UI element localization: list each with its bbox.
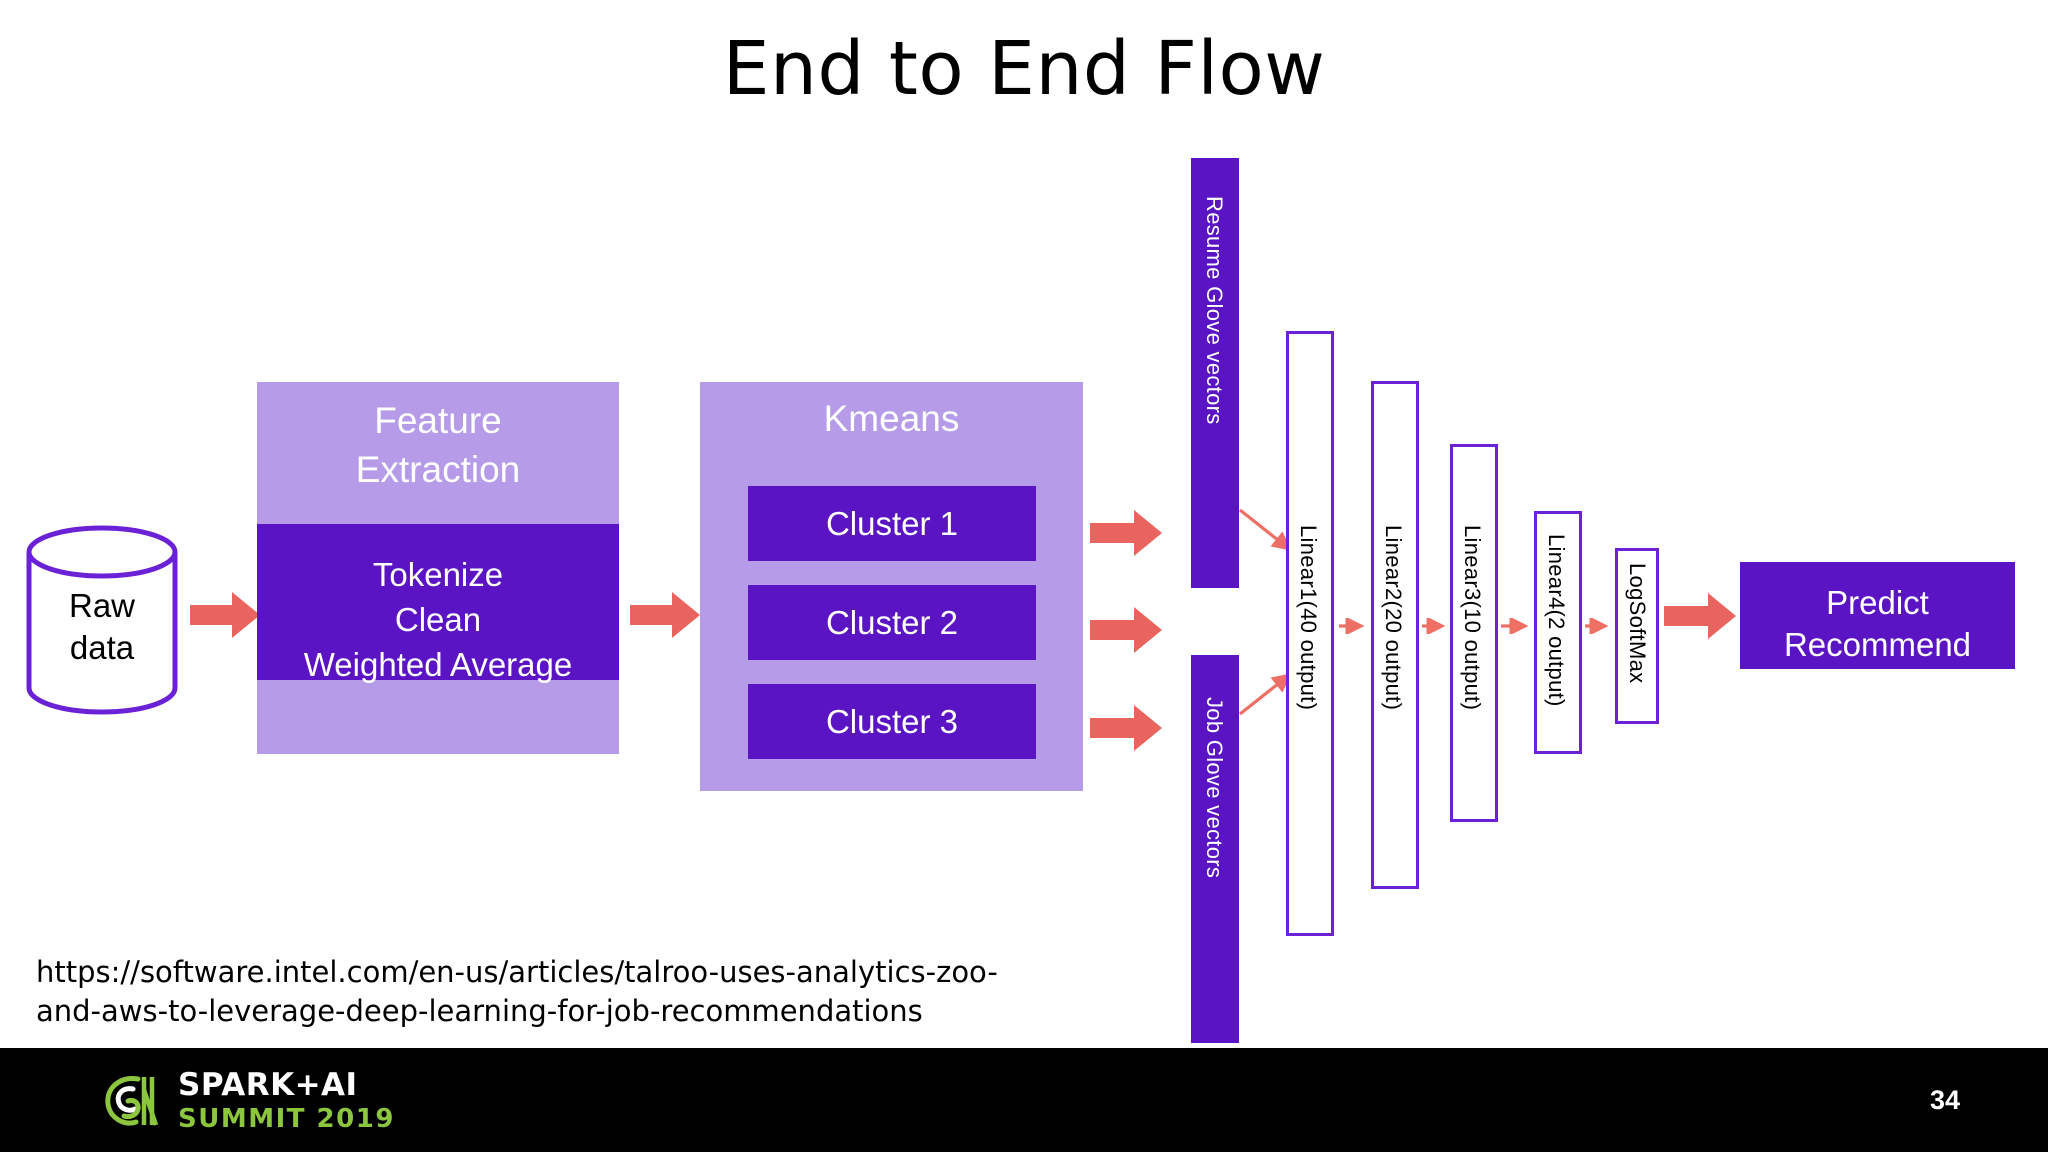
arrow-linear3-to-linear4: [1500, 618, 1534, 634]
arrow-linear4-to-logsoftmax: [1584, 618, 1614, 634]
linear-layer-label: Linear2(20 output): [1381, 525, 1406, 711]
footer-logo: SPARK+AI SUMMIT 2019: [100, 1070, 395, 1132]
spark-summit-spiral-logo-icon: [100, 1070, 162, 1132]
footer-logo-text: SPARK+AI SUMMIT 2019: [178, 1067, 395, 1134]
raw-data-label: Raw data: [68, 587, 136, 666]
linear-layer-box: [1286, 331, 1334, 936]
arrow-linear1-to-linear2: [1338, 618, 1370, 634]
arrow-job-glove-to-linear1: [1238, 668, 1298, 716]
feature-extraction-steps-box: [257, 524, 619, 680]
resume-glove-vectors-label: Resume Glove vectors: [1202, 196, 1227, 425]
footer-logo-primary: SPARK+AI: [178, 1067, 358, 1103]
arrow-cluster3-to-job-glove: [1090, 705, 1162, 751]
raw-data-cylinder-icon: [26, 525, 178, 715]
predict-recommend-label: Predict Recommend: [1783, 584, 1972, 663]
logsoftmax-label: LogSoftMax: [1625, 563, 1650, 684]
arrow-cluster2-to-glove: [1090, 607, 1162, 653]
footer-logo-secondary: SUMMIT 2019: [178, 1104, 395, 1134]
linear-layer-label: Linear1(40 output): [1296, 525, 1321, 711]
resume-glove-vectors-bar: [1191, 158, 1239, 588]
linear-layer-box: [1371, 381, 1419, 889]
linear-layer-label: Linear4(2 output): [1544, 534, 1569, 707]
arrow-linear2-to-linear3: [1421, 618, 1451, 634]
linear-layer-box: [1450, 444, 1498, 822]
job-glove-vectors-label: Job Glove vectors: [1202, 697, 1227, 879]
predict-recommend-box: [1740, 562, 2015, 669]
arrow-cluster1-to-resume-glove: [1090, 510, 1162, 556]
logsoftmax-box: [1615, 548, 1659, 724]
source-url-text: https://software.intel.com/en-us/article…: [36, 955, 998, 1028]
cluster-chip: Cluster 2: [748, 585, 1036, 660]
feature-extraction-title: Feature Extraction: [355, 400, 521, 490]
footer-bar: [0, 1048, 2048, 1152]
linear-layer-label: Linear3(10 output): [1460, 525, 1485, 711]
page-number: 34: [1930, 1085, 1961, 1115]
cluster-chip: Cluster 1: [748, 486, 1036, 561]
kmeans-title: Kmeans: [823, 398, 960, 439]
feature-extraction-steps-label: Tokenize Clean Weighted Average: [303, 556, 573, 683]
page-title: End to End Flow: [722, 26, 1326, 112]
arrow-feature-to-kmeans: [630, 592, 700, 638]
cluster-chip: Cluster 3: [748, 684, 1036, 759]
arrow-resume-glove-to-linear1: [1238, 508, 1298, 556]
job-glove-vectors-bar: [1191, 655, 1239, 1043]
linear-layer-box: [1534, 511, 1582, 754]
arrow-rawdata-to-feature: [190, 592, 260, 638]
arrow-logsoftmax-to-predict: [1664, 593, 1736, 639]
